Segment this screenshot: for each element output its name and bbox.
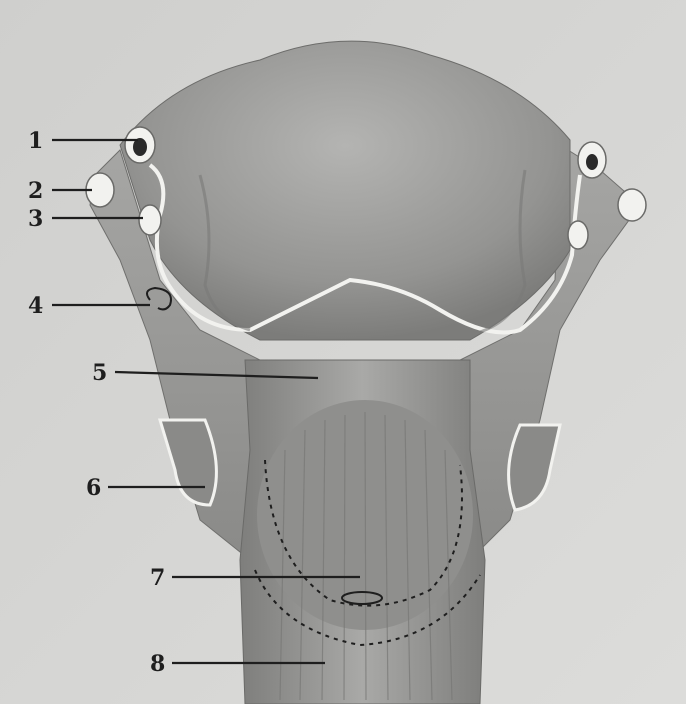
label-7: 7 (150, 565, 165, 591)
label-6: 6 (86, 475, 101, 501)
label-5: 5 (92, 360, 107, 386)
label-8: 8 (150, 651, 165, 677)
label-2: 2 (28, 178, 43, 204)
label-3: 3 (28, 206, 43, 232)
label-4: 4 (28, 293, 43, 319)
label-1: 1 (28, 128, 43, 154)
